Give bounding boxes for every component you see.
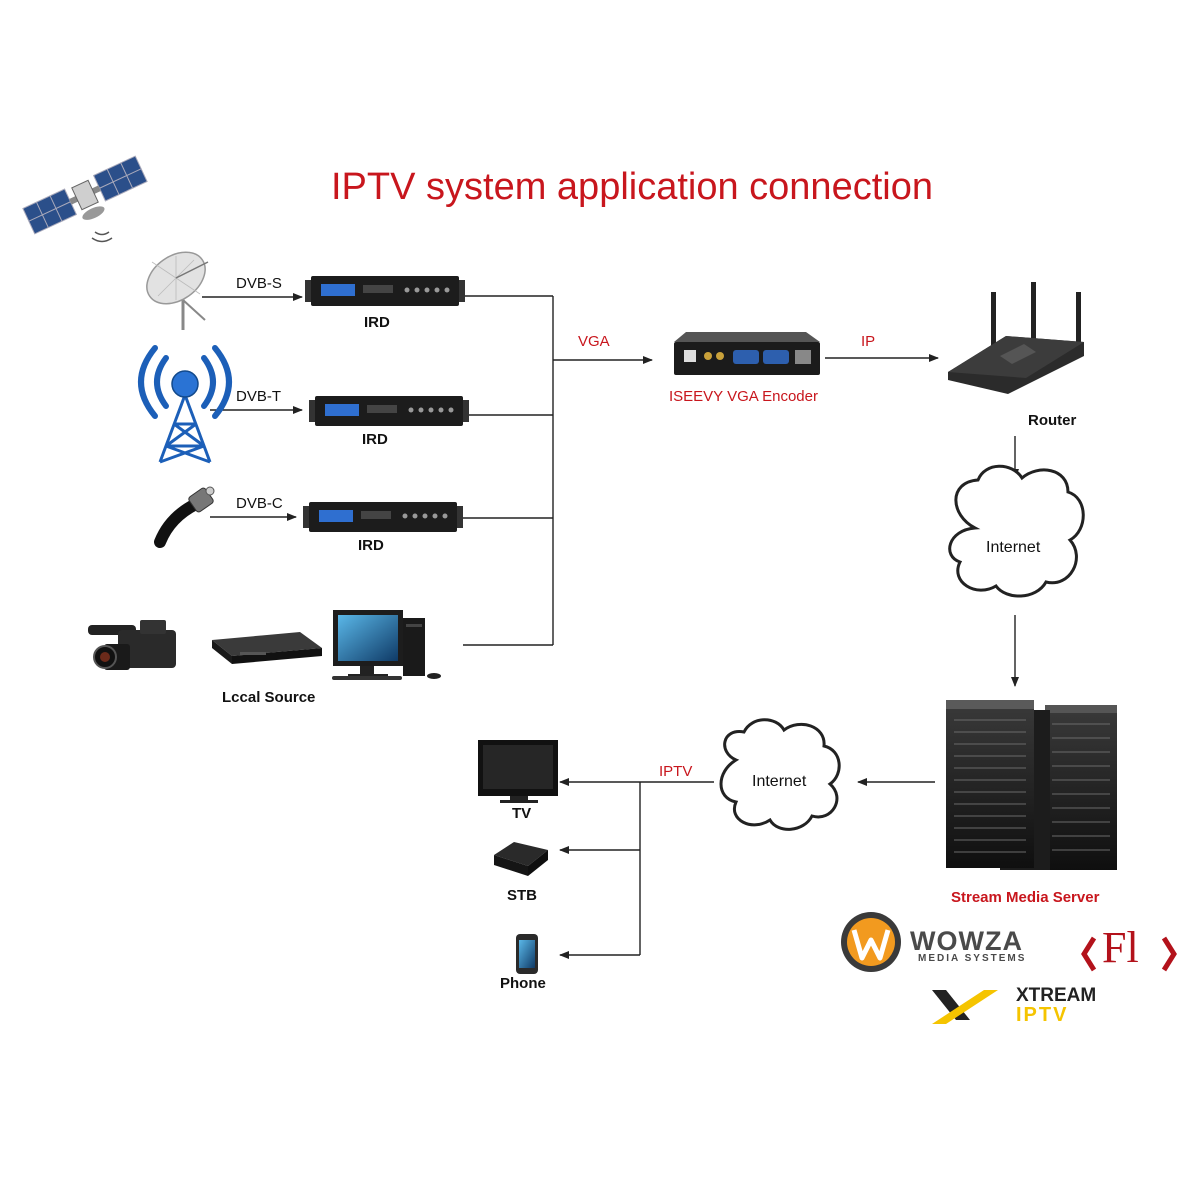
dvd-player-icon	[212, 632, 322, 664]
tv-icon	[478, 740, 558, 803]
set-top-box-icon	[494, 842, 548, 876]
internet-cloud-2	[719, 718, 841, 831]
label-dvb-c: DVB-C	[236, 495, 283, 512]
label-dvb-s: DVB-S	[236, 275, 282, 292]
xtream-logo-mark	[932, 990, 998, 1024]
broadcast-tower-icon	[138, 345, 232, 464]
label-iptv: IPTV	[659, 763, 693, 780]
label-ip: IP	[861, 333, 876, 350]
label-ird-2: IRD	[362, 431, 388, 448]
satellite-icon	[22, 155, 148, 235]
ird-device-2	[309, 396, 469, 426]
smartphone-icon	[516, 934, 538, 974]
label-stb: STB	[507, 887, 537, 904]
wowza-logo	[841, 912, 901, 972]
label-encoder: ISEEVY VGA Encoder	[669, 388, 818, 405]
internet-cloud-1	[948, 464, 1085, 598]
fl-logo-mark	[1081, 936, 1177, 972]
label-ird-1: IRD	[364, 314, 390, 331]
label-tv: TV	[512, 805, 532, 822]
router-icon	[948, 282, 1084, 394]
label-ird-3: IRD	[358, 537, 384, 554]
xtream-logo-subtitle: IPTV	[1016, 1004, 1069, 1026]
wowza-logo-subtitle: MEDIA SYSTEMS	[918, 953, 1027, 964]
video-camera-icon	[88, 620, 176, 670]
ird-device-1	[305, 276, 465, 306]
label-vga: VGA	[578, 333, 610, 350]
label-dvb-t: DVB-T	[236, 388, 281, 405]
label-stream-server: Stream Media Server	[951, 889, 1100, 906]
label-internet-2: Internet	[752, 773, 807, 790]
wowza-logo-name: WOWZA	[910, 926, 1023, 956]
desktop-computer-icon	[332, 610, 441, 680]
server-rack-icon	[946, 700, 1117, 870]
connector-lines	[202, 293, 1019, 959]
coax-cable-icon	[154, 486, 215, 548]
label-router: Router	[1028, 412, 1077, 429]
vga-encoder-device	[674, 332, 820, 375]
label-local-source: Lccal Source	[222, 689, 316, 706]
label-internet-1: Internet	[986, 539, 1041, 556]
diagram-title: IPTV system application connection	[331, 166, 933, 208]
satellite-signal-icon	[91, 231, 113, 243]
label-phone: Phone	[500, 975, 546, 992]
fl-logo-text: Fl	[1102, 923, 1139, 972]
ird-device-3	[303, 502, 463, 532]
xtream-logo-name: XTREAM	[1016, 985, 1097, 1006]
satellite-dish-icon	[146, 251, 209, 330]
